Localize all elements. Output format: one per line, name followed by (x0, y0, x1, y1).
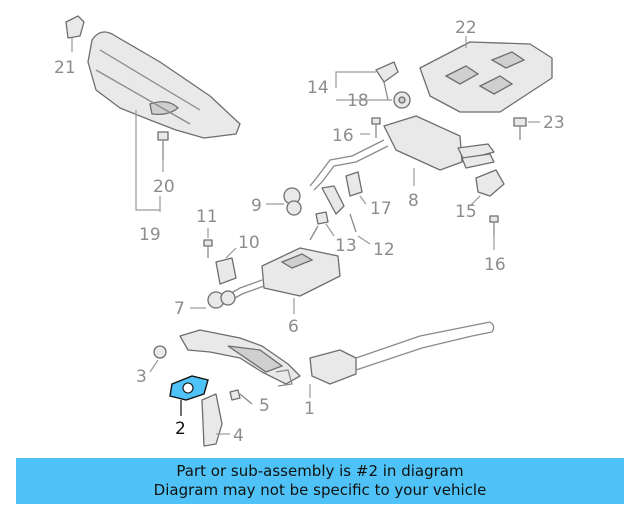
callout-15: 15 (455, 202, 477, 222)
part-19-heat-shield (87, 31, 241, 139)
callout-10: 10 (238, 233, 260, 253)
part-9-clamp (266, 187, 302, 216)
callout-16-lower: 16 (484, 255, 506, 275)
part-1-front-pipe (179, 321, 495, 398)
callout-4: 4 (233, 426, 244, 446)
part-7-clamp (190, 290, 236, 309)
banner-line-part-number: Part or sub-assembly is #2 in diagram (176, 462, 464, 480)
part-21-bracket (65, 15, 85, 52)
info-banner: Part or sub-assembly is #2 in diagram Di… (16, 458, 624, 504)
callout-9: 9 (251, 196, 262, 216)
callout-5: 5 (259, 396, 270, 416)
part-3-nut (149, 345, 167, 373)
callout-20: 20 (153, 177, 175, 197)
callout-19: 19 (139, 225, 161, 245)
part-16-bolt-lower (489, 215, 499, 250)
part-22-upper-shield (419, 36, 553, 113)
part-13-hanger-bracket (315, 185, 345, 237)
callout-2: 2 (175, 419, 186, 439)
callout-1: 1 (304, 399, 315, 419)
part-2-gasket (169, 375, 209, 416)
part-17-hanger (345, 171, 367, 205)
part-23-bolt (513, 117, 540, 140)
callout-23: 23 (543, 113, 565, 133)
part-12-bolt (349, 213, 371, 245)
banner-line-disclaimer: Diagram may not be specific to your vehi… (153, 481, 487, 499)
callout-22: 22 (455, 18, 477, 38)
callout-11: 11 (196, 207, 218, 227)
part-16-bolt-upper (360, 117, 381, 138)
callout-21: 21 (54, 58, 76, 78)
part-20-bolt (157, 131, 169, 160)
callout-16-upper: 16 (332, 126, 354, 146)
callout-18: 18 (347, 91, 369, 111)
leader-19 (135, 110, 160, 211)
part-6-center-muffler (225, 225, 341, 314)
part-5-bolt (229, 389, 253, 405)
part-10-bracket (215, 247, 237, 285)
callout-6: 6 (288, 317, 299, 337)
leader-14 (335, 71, 376, 88)
callout-14: 14 (307, 78, 329, 98)
part-14-hanger-bracket (375, 61, 399, 101)
part-8-rear-muffler (309, 115, 495, 191)
part-11-bolt (203, 228, 213, 258)
part-15-bracket (469, 169, 505, 207)
callout-13: 13 (335, 236, 357, 256)
callout-7: 7 (174, 299, 185, 319)
part-4-bracket (201, 393, 230, 447)
callout-8: 8 (408, 191, 419, 211)
part-18-rubber-mount (393, 91, 411, 109)
exhaust-system-diagram: 21 19 20 22 14 18 16 23 8 17 15 16 9 11 … (54, 15, 565, 447)
callout-17: 17 (370, 199, 392, 219)
callout-12: 12 (373, 240, 395, 260)
callout-3: 3 (136, 367, 147, 387)
